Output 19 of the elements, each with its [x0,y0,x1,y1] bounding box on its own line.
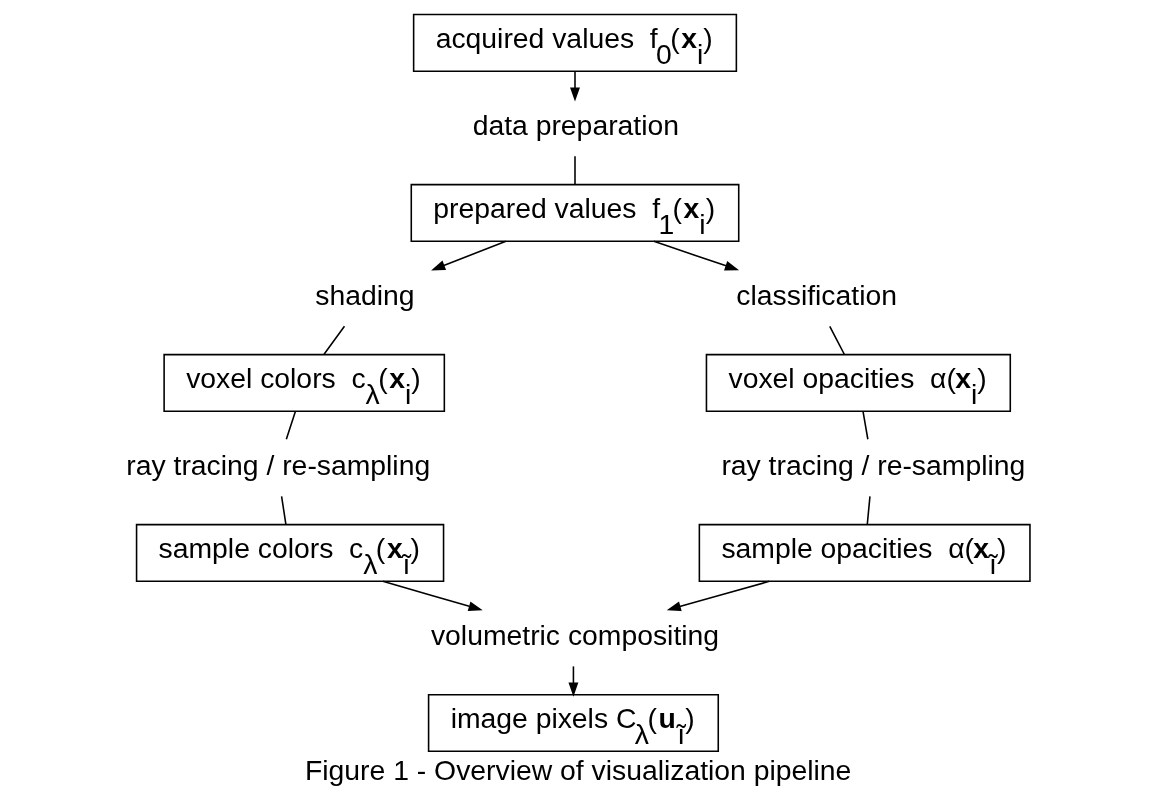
caption: Figure 1 - Overview of visualization pipeline [305,754,852,787]
connector [866,495,871,526]
arrow [382,580,483,612]
node-text: shading [315,278,415,311]
arrow [570,70,580,102]
arrow [666,580,771,612]
arrow [653,240,740,271]
connector [574,155,576,185]
node-text: ray tracing / re-sampling [721,448,1026,481]
connector [280,495,287,526]
arrow [431,240,507,271]
connector [323,325,346,356]
connector [862,410,869,441]
node-text: classification [736,278,897,311]
node-text: ray tracing / re-sampling [126,448,431,481]
connector [285,410,297,441]
node-text: volumetric compositing [430,618,720,651]
connector [829,325,846,356]
node-text: data preparation [472,108,679,141]
